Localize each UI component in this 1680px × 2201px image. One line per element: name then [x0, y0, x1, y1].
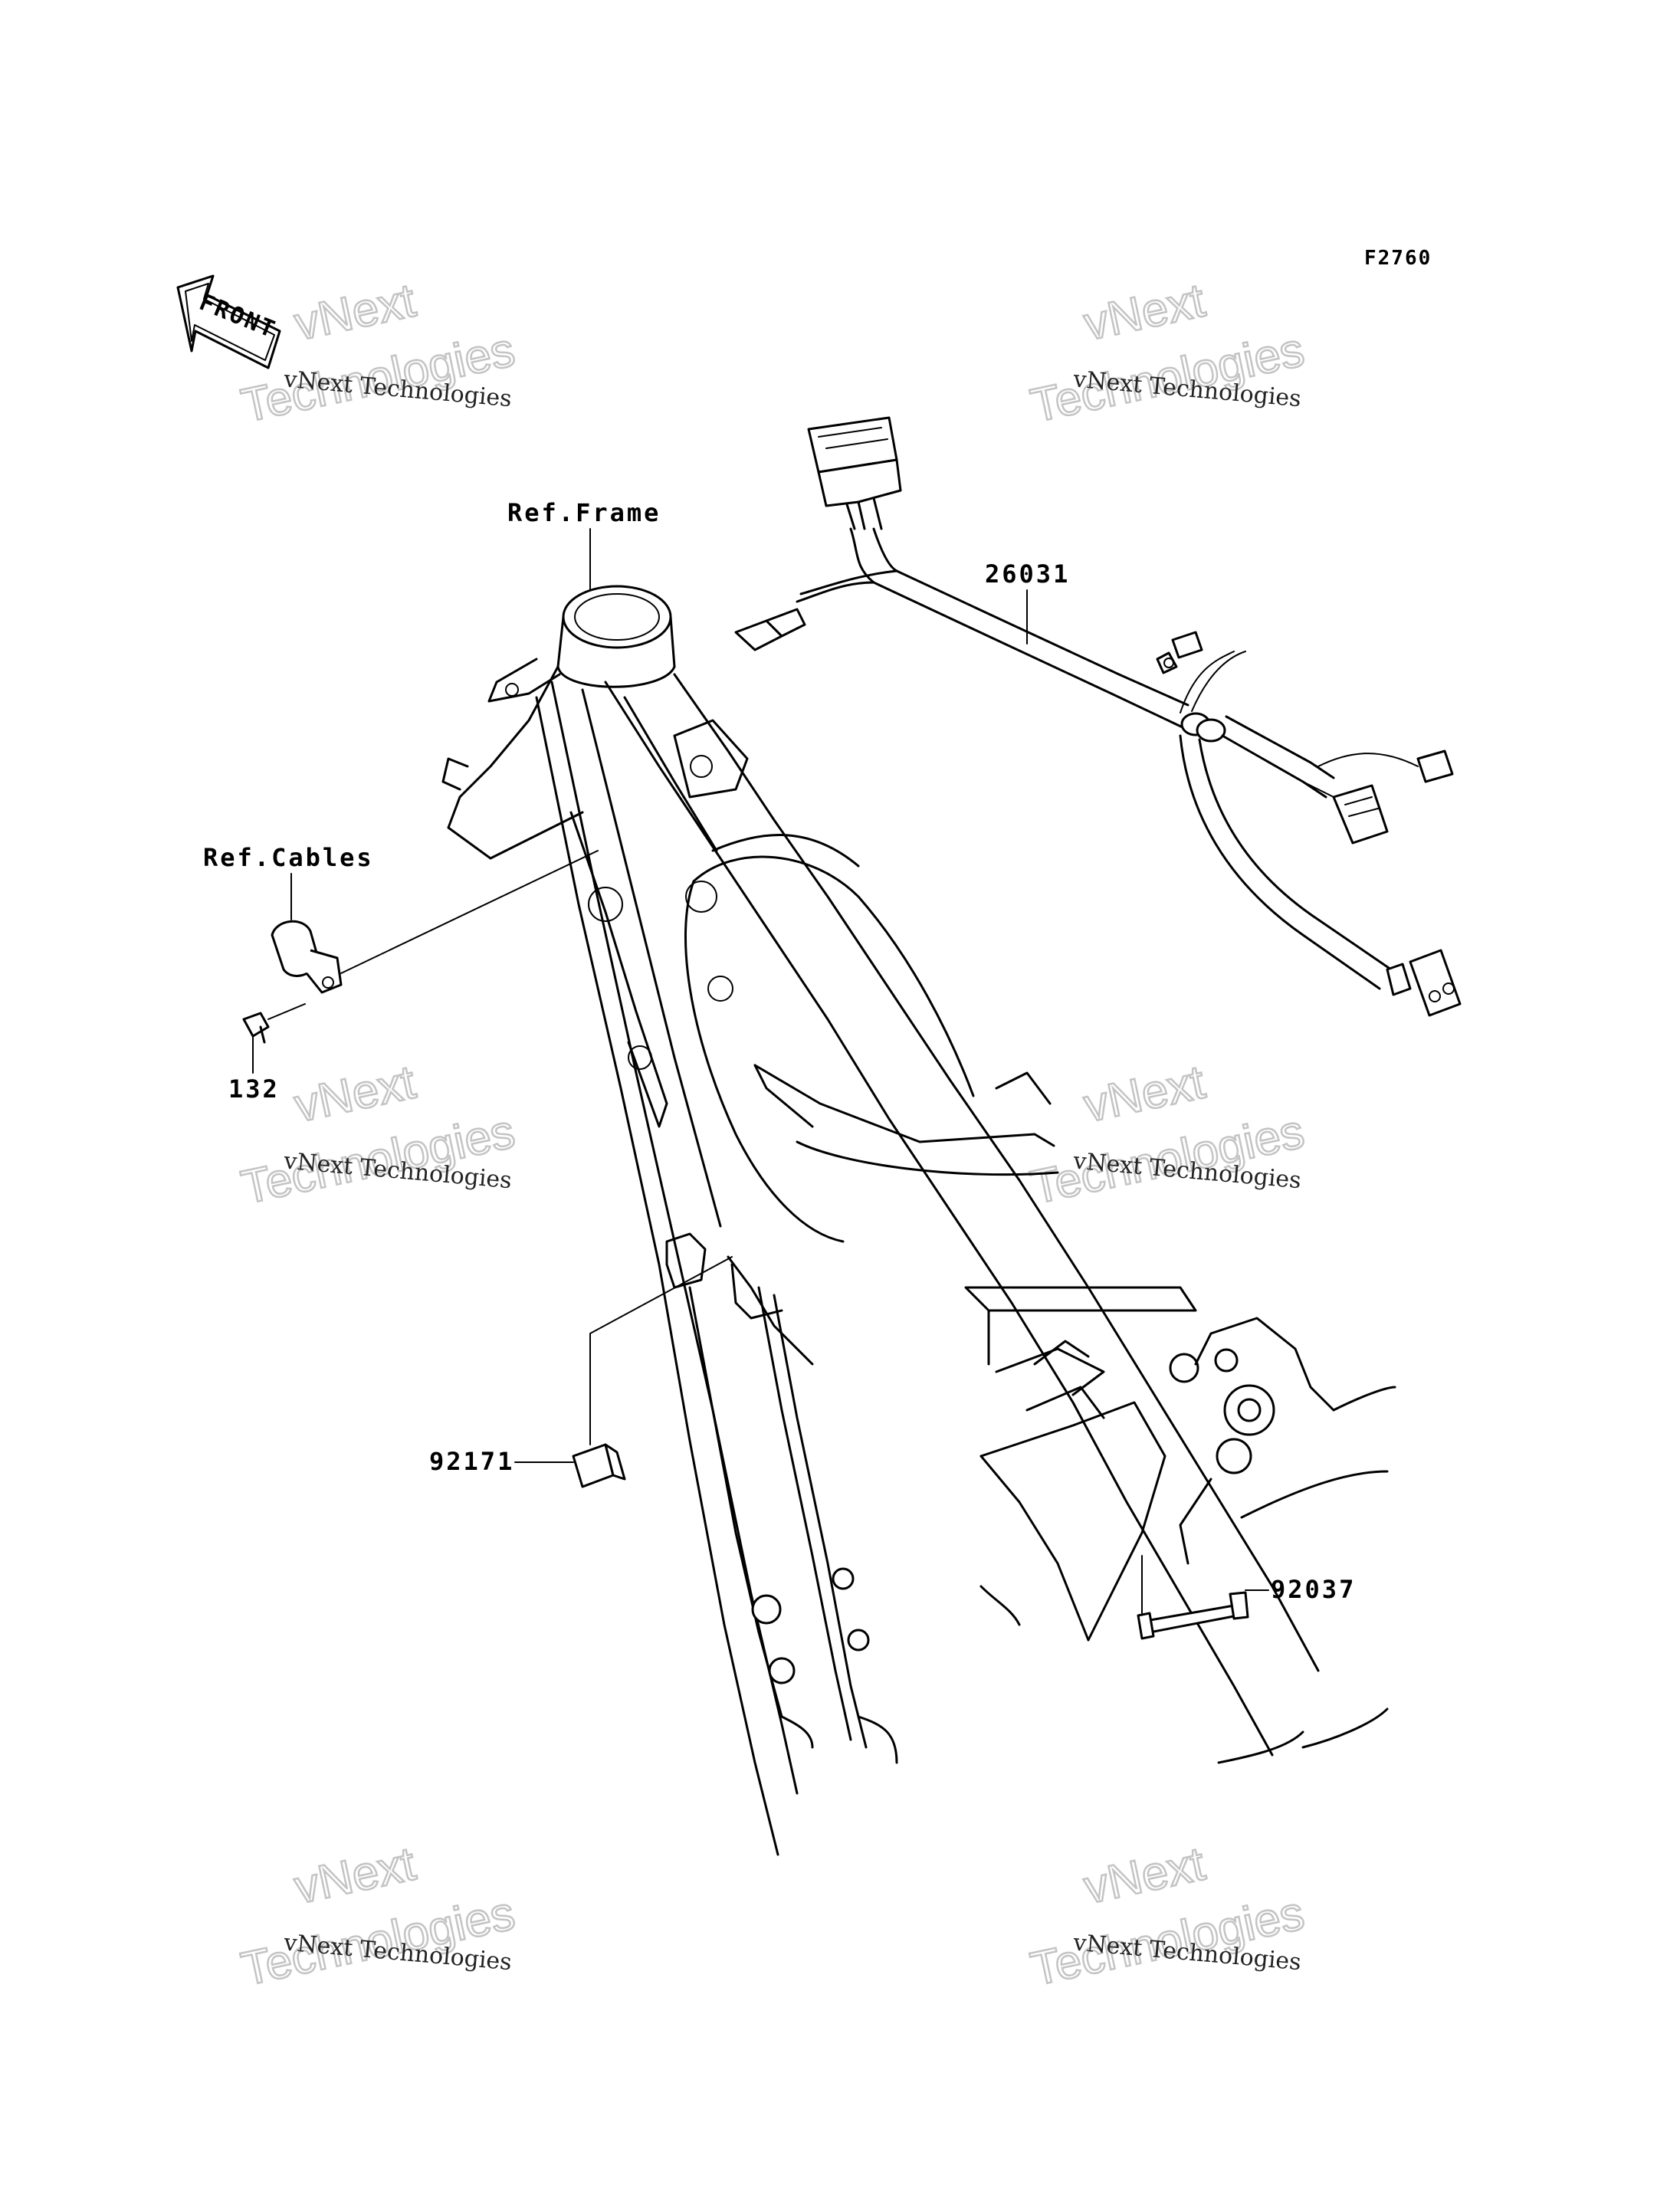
frame-drawing — [441, 585, 1396, 1856]
label-ref-cables: Ref.Cables — [203, 843, 374, 920]
watermark-2: vNext Technologies vNext Technologies — [1025, 273, 1310, 434]
part-92171-label: 92171 — [429, 1447, 514, 1476]
ref-cables-label: Ref.Cables — [203, 843, 374, 872]
figure-code: F2760 — [1364, 247, 1432, 270]
watermark-4: vNext Technologies vNext Technologies — [1025, 1055, 1310, 1215]
ref-frame-label: Ref.Frame — [507, 498, 661, 527]
label-132: 132 — [228, 1035, 280, 1104]
watermark-1: vNext Technologies vNext Technologies — [236, 273, 520, 434]
part-26031-label: 26031 — [985, 559, 1070, 589]
label-92037: 92037 — [1141, 1555, 1356, 1614]
part-92037-label: 92037 — [1271, 1575, 1356, 1604]
watermark-5: vNext Technologies vNext Technologies — [236, 1836, 520, 1997]
watermark-line1: vNext — [290, 274, 420, 350]
label-26031: 26031 — [985, 559, 1070, 645]
part-132-label: 132 — [228, 1074, 280, 1104]
watermark-6: vNext Technologies vNext Technologies — [1025, 1836, 1310, 1997]
bolt-92037-part — [1137, 1591, 1249, 1640]
watermark-line1: vNext — [1080, 274, 1209, 350]
watermark-line1: vNext — [290, 1055, 420, 1132]
watermark-line1: vNext — [1080, 1837, 1209, 1914]
label-ref-frame: Ref.Frame — [507, 498, 661, 591]
wire-harness-26031 — [734, 416, 1462, 1017]
front-label: FRONT — [195, 289, 281, 344]
label-92171: 92171 — [429, 1256, 733, 1476]
bolt-132-part — [242, 1003, 306, 1044]
clip-92171-part — [572, 1443, 626, 1488]
watermark-line1: vNext — [1080, 1055, 1209, 1132]
front-arrow-icon: FRONT — [176, 274, 281, 369]
watermark-line1: vNext — [290, 1837, 420, 1914]
cable-clamp-part — [271, 850, 599, 994]
